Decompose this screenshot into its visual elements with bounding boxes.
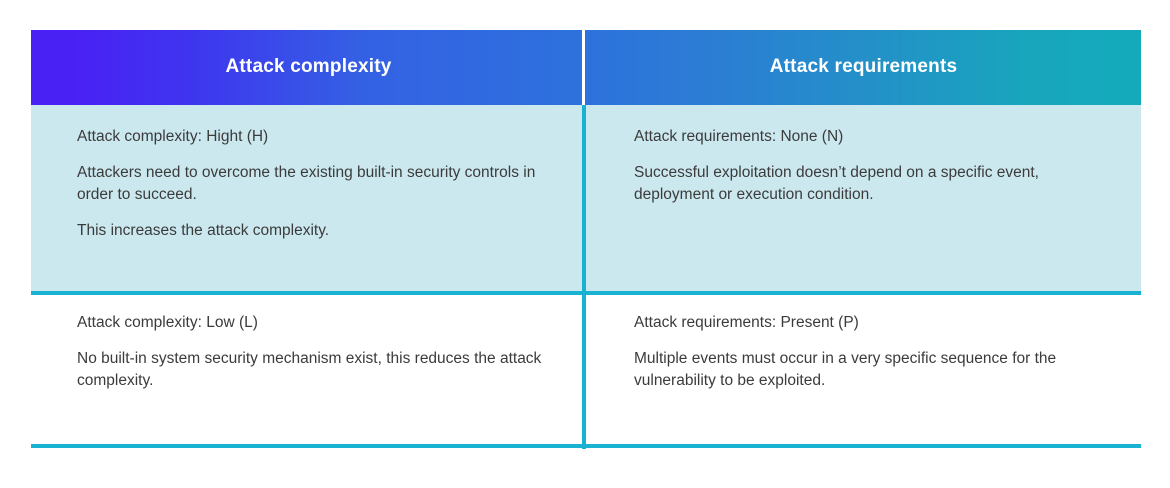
comparison-table: Attack complexity Attack requirements At… xyxy=(31,30,1141,449)
cell-attack-requirements-present: Attack requirements: Present (P) Multipl… xyxy=(586,291,1141,444)
cell-paragraph: No built-in system security mechanism ex… xyxy=(77,349,542,390)
cell-title: Attack complexity: Hight (H) xyxy=(77,128,269,145)
table-row: Attack complexity: Hight (H) Attackers n… xyxy=(31,105,1141,291)
cell-title: Attack complexity: Low (L) xyxy=(77,314,258,331)
table-body: Attack complexity: Hight (H) Attackers n… xyxy=(31,105,1141,449)
column-header-attack-requirements: Attack requirements xyxy=(586,30,1141,105)
table-row: Attack complexity: Low (L) No built-in s… xyxy=(31,291,1141,444)
cell-title: Attack requirements: Present (P) xyxy=(634,314,859,331)
cell-paragraph: This increases the attack complexity. xyxy=(77,221,330,239)
cell-paragraph: Attackers need to overcome the existing … xyxy=(77,163,536,204)
column-header-label: Attack complexity xyxy=(225,56,392,78)
column-header-attack-complexity: Attack complexity xyxy=(31,30,586,105)
row-divider-rule xyxy=(31,291,1141,295)
cell-attack-complexity-low: Attack complexity: Low (L) No built-in s… xyxy=(31,291,586,444)
body-column-divider xyxy=(582,105,586,449)
header-column-divider xyxy=(582,30,585,105)
table-header-row: Attack complexity Attack requirements xyxy=(31,30,1141,105)
column-header-label: Attack requirements xyxy=(769,56,958,78)
cell-title: Attack requirements: None (N) xyxy=(634,128,844,145)
table-bottom-rule xyxy=(31,444,1141,448)
cell-attack-requirements-none: Attack requirements: None (N) Successful… xyxy=(586,105,1141,291)
cell-paragraph: Successful exploitation doesn’t depend o… xyxy=(634,163,1039,204)
cell-paragraph: Multiple events must occur in a very spe… xyxy=(634,349,1057,390)
cell-attack-complexity-high: Attack complexity: Hight (H) Attackers n… xyxy=(31,105,586,291)
